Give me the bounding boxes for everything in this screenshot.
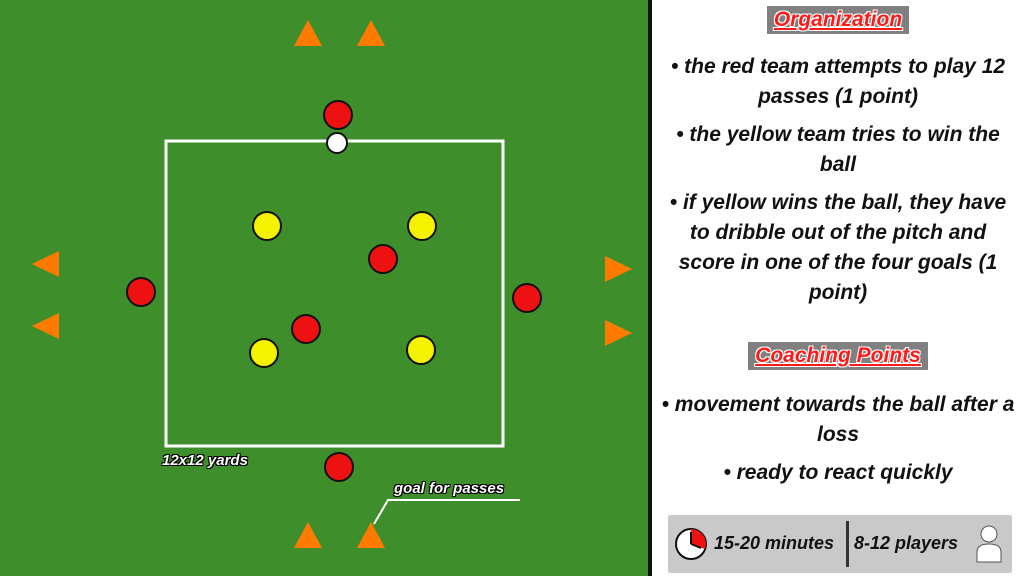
drill-diagram bbox=[32, 20, 632, 548]
goal-right bbox=[605, 256, 632, 346]
person-icon bbox=[974, 524, 1004, 569]
yellow-team bbox=[249, 211, 437, 368]
goal-bottom bbox=[294, 522, 385, 548]
cone bbox=[32, 251, 59, 277]
instructions-panel: Organization • the red team attempts to … bbox=[652, 0, 1024, 576]
red-player bbox=[291, 314, 321, 344]
goal-left bbox=[32, 251, 59, 339]
cone bbox=[294, 20, 322, 46]
yellow-player bbox=[407, 211, 437, 241]
cone bbox=[605, 256, 632, 282]
cone bbox=[357, 20, 385, 46]
footer-separator bbox=[846, 521, 849, 567]
red-team bbox=[126, 100, 542, 482]
cone bbox=[294, 522, 322, 548]
cone bbox=[32, 313, 59, 339]
organization-list: • the red team attempts to play 12 passe… bbox=[660, 52, 1016, 316]
red-player bbox=[324, 452, 354, 482]
goal-label-pointer bbox=[373, 499, 520, 525]
coaching-points-heading: Coaching Points bbox=[652, 342, 1024, 370]
yellow-player bbox=[249, 338, 279, 368]
organization-bullet: • the yellow team tries to win the ball bbox=[676, 123, 1000, 176]
duration-text: 15-20 minutes bbox=[714, 533, 835, 553]
organization-heading: Organization bbox=[652, 6, 1024, 34]
yellow-player bbox=[252, 211, 282, 241]
red-player bbox=[512, 283, 542, 313]
coaching-bullet: • movement towards the ball after a loss bbox=[661, 393, 1015, 446]
playing-area bbox=[164, 139, 505, 448]
training-pitch: 12x12 yards goal for passes bbox=[0, 0, 648, 576]
goal-label: goal for passes bbox=[394, 480, 505, 497]
cone bbox=[357, 522, 385, 548]
players-text: 8-12 players bbox=[854, 533, 959, 553]
coaching-points-title: Coaching Points bbox=[748, 342, 928, 370]
field-size-label: 12x12 yards bbox=[162, 452, 248, 469]
red-player bbox=[126, 277, 156, 307]
cone bbox=[605, 320, 632, 346]
clock-icon bbox=[674, 527, 708, 566]
ball bbox=[326, 132, 348, 154]
session-info-bar: 15-20 minutes 8-12 players bbox=[668, 515, 1012, 573]
red-player bbox=[368, 244, 398, 274]
goal-top bbox=[294, 20, 385, 46]
panel-divider bbox=[648, 0, 652, 576]
yellow-player bbox=[406, 335, 436, 365]
organization-title: Organization bbox=[766, 6, 910, 34]
coaching-points-list: • movement towards the ball after a loss… bbox=[660, 390, 1016, 496]
organization-bullet: • if yellow wins the ball, they have to … bbox=[669, 191, 1007, 304]
red-player bbox=[323, 100, 353, 130]
organization-bullet: • the red team attempts to play 12 passe… bbox=[670, 55, 1006, 108]
coaching-bullet: • ready to react quickly bbox=[723, 461, 953, 484]
